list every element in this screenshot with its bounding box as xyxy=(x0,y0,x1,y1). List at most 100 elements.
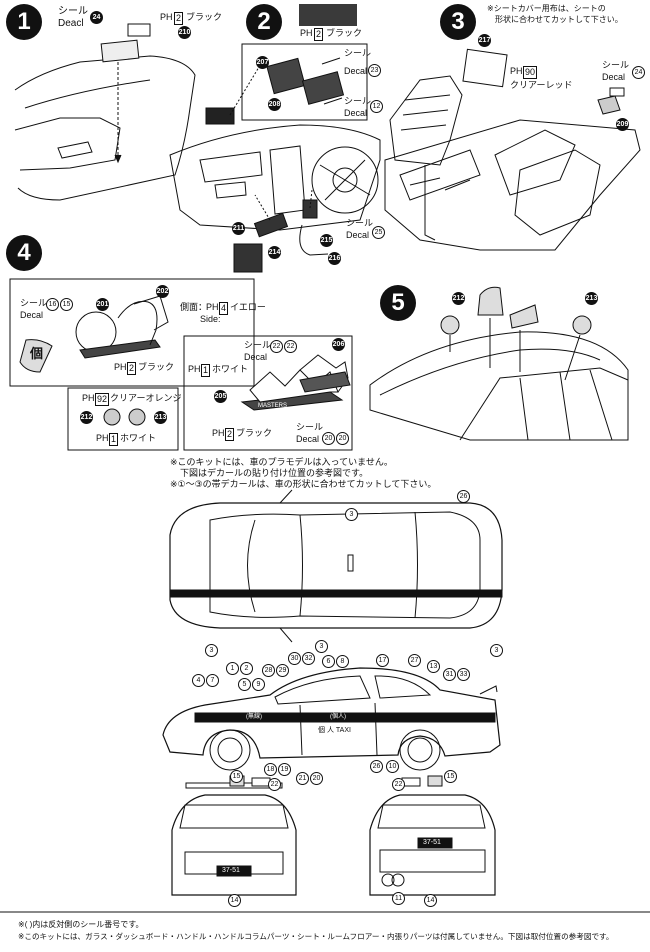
side-label-19: 19 xyxy=(278,763,291,776)
step2-swatch-name: ブラック xyxy=(326,28,363,38)
rear-label-11: 11 xyxy=(392,892,405,905)
step2-swatch-number: 2 xyxy=(314,28,324,41)
step4-side-jp: 側面： xyxy=(180,302,208,312)
step5-lamp-213: 213 xyxy=(585,292,598,305)
side-label-13: 13 xyxy=(427,660,440,673)
top-label-3-left: 3 xyxy=(205,644,218,657)
step1-decal-label-en: Deacl xyxy=(58,18,84,29)
step2-decal-b-number: 12 xyxy=(370,100,383,113)
step4-rack-decal-en: Decal xyxy=(244,352,268,362)
side-label-9: 9 xyxy=(252,678,265,691)
side-label-20: 20 xyxy=(310,772,323,785)
side-label-5: 5 xyxy=(238,678,251,691)
step4-side-number: 4 xyxy=(219,302,229,315)
side-label-21: 21 xyxy=(296,772,309,785)
side-label-33: 33 xyxy=(457,668,470,681)
step4-lamp-212: 212 xyxy=(80,411,93,424)
step4-decal-alt-number: 15 xyxy=(60,298,73,311)
step4-rack-decal-alt: 22 xyxy=(284,340,297,353)
step4-black-paint: PH xyxy=(114,362,127,372)
step4-rack-decal-jp: シール xyxy=(244,340,272,350)
step3-decal-number: 24 xyxy=(632,66,645,79)
side-label-30: 30 xyxy=(288,652,301,665)
step2-decal-b-en: Decal xyxy=(344,108,368,118)
step4-rack-black-paint: PH xyxy=(212,428,225,438)
step3-paint-code: PH xyxy=(510,66,523,76)
step-5-marker: 5 xyxy=(380,285,416,321)
step4-part-205: 205 xyxy=(214,390,227,403)
side-label-6: 6 xyxy=(322,655,335,668)
step4-rack-decal2-alt: 20 xyxy=(336,432,349,445)
step-3-marker: 3 xyxy=(440,4,476,40)
step2-decal-a-en: Decal xyxy=(344,66,368,76)
step4-part-202: 202 xyxy=(156,285,169,298)
step4-white-number: 1 xyxy=(201,364,211,377)
rear-label-22: 22 xyxy=(392,778,405,791)
step3-part-217: 217 xyxy=(478,34,491,47)
step1-decal-label-jp: シール xyxy=(58,6,88,17)
step4-lamp-white-name: ホワイト xyxy=(120,433,157,443)
step4-rack-decal2-en: Decal xyxy=(296,434,320,444)
step4-rack-decal2-number: 20 xyxy=(322,432,335,445)
front-label-22: 22 xyxy=(268,778,281,791)
side-label-1: 1 xyxy=(226,662,239,675)
door-taxi-text: 個 人 TAXI xyxy=(318,727,351,734)
step4-black-name: ブラック xyxy=(138,362,175,372)
door-tag-left: (無線) xyxy=(246,714,262,720)
step2-decal-b-jp: シール xyxy=(344,96,372,106)
footer-note-2: ※このキットには、ガラス・ダッシュボード・ハンドル・ハンドルコラムパーツ・シート… xyxy=(18,932,614,941)
step2-part-215: 215 xyxy=(320,234,333,247)
step1-part-210: 210 xyxy=(178,26,191,39)
step4-side-paint: PH xyxy=(206,302,219,312)
rear-label-15: 15 xyxy=(444,770,457,783)
step3-decal-en: Decal xyxy=(602,72,626,82)
top-label-3-right: 3 xyxy=(490,644,503,657)
top-label-26: 26 xyxy=(457,490,470,503)
door-tag-center: (個人) xyxy=(330,714,346,720)
side-label-4: 4 xyxy=(192,674,205,687)
step2-decal-c-number: 25 xyxy=(372,226,385,239)
step-2-marker: 2 xyxy=(246,4,282,40)
side-label-17: 17 xyxy=(376,654,389,667)
step-1-marker: 1 xyxy=(6,4,42,40)
step4-lamp-white-number: 1 xyxy=(109,433,119,446)
step2-part-211: 211 xyxy=(232,222,245,235)
step3-note-line2: 形状に合わせてカットして下さい。 xyxy=(495,15,623,24)
front-plate: 37-51 xyxy=(222,867,240,874)
step5-lamp-212: 212 xyxy=(452,292,465,305)
step4-part-206: 206 xyxy=(332,338,345,351)
step2-swatch-code: PH xyxy=(300,28,313,38)
step3-decal-jp: シール xyxy=(602,60,630,70)
side-label-28: 28 xyxy=(262,664,275,677)
side-label-10: 10 xyxy=(386,760,399,773)
step4-lamp-white-paint: PH xyxy=(96,433,109,443)
side-label-32: 32 xyxy=(302,652,315,665)
side-label-29: 29 xyxy=(276,664,289,677)
step2-part-207: 207 xyxy=(256,56,269,69)
step2-part-208: 208 xyxy=(268,98,281,111)
step4-rack-decal-number: 22 xyxy=(270,340,283,353)
rear-plate: 37-51 xyxy=(423,839,441,846)
side-label-26: 26 xyxy=(370,760,383,773)
step-4-marker: 4 xyxy=(6,235,42,271)
step4-rack-black-name: ブラック xyxy=(236,428,273,438)
step2-part-216: 216 xyxy=(328,252,341,265)
step4-lamp-paint-number: 92 xyxy=(95,393,110,406)
side-label-8: 8 xyxy=(336,655,349,668)
note-line-1: ※このキットには、車のプラモデルは入っていません。 xyxy=(170,457,393,467)
step4-decal-en: Decal xyxy=(20,310,44,320)
step4-rack-decal2-jp: シール xyxy=(296,422,324,432)
step3-note-line1: ※シートカバー用布は、シートの xyxy=(487,4,606,13)
step2-decal-a-jp: シール xyxy=(344,48,372,58)
step4-decal-number: 16 xyxy=(46,298,59,311)
step1-paint-number: 2 xyxy=(174,12,184,25)
step4-lamp-paint: PH xyxy=(82,393,95,403)
rear-label-14: 14 xyxy=(424,894,437,907)
step2-black-swatch xyxy=(299,4,357,26)
step4-decal-jp: シール xyxy=(20,298,48,308)
step1-decal-number: 24 xyxy=(90,11,103,24)
top-label-3-mid: 3 xyxy=(315,640,328,653)
step4-side-en: Side: xyxy=(200,314,221,324)
step4-white-name: ホワイト xyxy=(212,364,249,374)
side-label-7: 7 xyxy=(206,674,219,687)
